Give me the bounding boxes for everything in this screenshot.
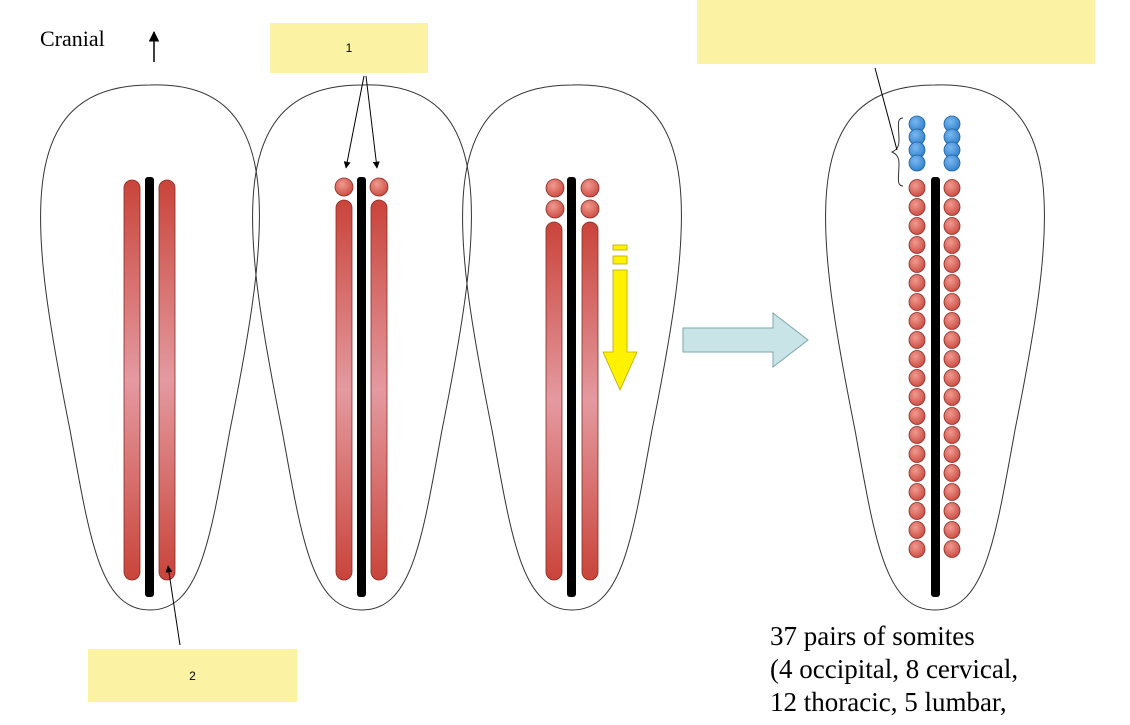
somite-left-16 bbox=[908, 464, 926, 482]
leader-line-label1-right bbox=[365, 75, 380, 169]
paraxial-mesoderm-left-2 bbox=[335, 199, 353, 581]
somite-left-7 bbox=[908, 293, 926, 311]
progression-arrow-icon bbox=[602, 244, 638, 391]
somite-2-right bbox=[369, 177, 389, 197]
somite-left-8 bbox=[908, 312, 926, 330]
somite-3-right-b bbox=[580, 199, 600, 219]
somite-right-2 bbox=[943, 198, 961, 216]
caption-line-1: 37 pairs of somites bbox=[770, 621, 975, 651]
paraxial-mesoderm-left-3 bbox=[545, 221, 563, 581]
label-box-1: 1 bbox=[270, 23, 428, 73]
somite-right-13 bbox=[943, 407, 961, 425]
somite-left-6 bbox=[908, 274, 926, 292]
caption-line-3: 12 thoracic, 5 lumbar, bbox=[770, 687, 1007, 717]
label-1-text: 1 bbox=[345, 41, 353, 55]
transition-arrow-icon bbox=[682, 311, 809, 369]
somite-caption: 37 pairs of somites (4 occipital, 8 cerv… bbox=[770, 620, 1130, 719]
somite-3-left-b bbox=[545, 199, 565, 219]
somite-3-left-a bbox=[545, 178, 565, 198]
paraxial-mesoderm-right-3 bbox=[581, 221, 599, 581]
somite-right-12 bbox=[943, 388, 961, 406]
embryo-outline-1 bbox=[40, 84, 260, 611]
somite-left-18 bbox=[908, 502, 926, 520]
embryo-outline-4 bbox=[825, 84, 1045, 611]
somite-right-10 bbox=[943, 350, 961, 368]
paraxial-mesoderm-left-1 bbox=[123, 179, 141, 581]
somite-right-1 bbox=[943, 179, 961, 197]
somite-left-20 bbox=[908, 540, 926, 558]
somite-right-18 bbox=[943, 502, 961, 520]
somite-left-11 bbox=[908, 369, 926, 387]
somite-right-15 bbox=[943, 445, 961, 463]
somite-right-5 bbox=[943, 255, 961, 273]
embryo-outline-3 bbox=[462, 84, 682, 611]
neural-tube-2 bbox=[357, 177, 366, 597]
somite-left-1 bbox=[908, 179, 926, 197]
paraxial-mesoderm-right-2 bbox=[370, 199, 388, 581]
leader-line-label3 bbox=[874, 67, 898, 151]
somite-left-17 bbox=[908, 483, 926, 501]
somite-left-2 bbox=[908, 198, 926, 216]
somite-right-6 bbox=[943, 274, 961, 292]
new-somite-right-4 bbox=[943, 154, 961, 172]
somite-right-14 bbox=[943, 426, 961, 444]
cranial-label: Cranial bbox=[40, 26, 105, 51]
somite-left-4 bbox=[908, 236, 926, 254]
somite-left-9 bbox=[908, 331, 926, 349]
somite-left-5 bbox=[908, 255, 926, 273]
embryo-outline-2 bbox=[252, 84, 472, 611]
somite-right-20 bbox=[943, 540, 961, 558]
somite-3-right-a bbox=[580, 178, 600, 198]
somite-2-left bbox=[334, 177, 354, 197]
neural-tube-3 bbox=[567, 177, 576, 597]
neural-tube-4 bbox=[931, 177, 940, 597]
somite-right-17 bbox=[943, 483, 961, 501]
somite-left-10 bbox=[908, 350, 926, 368]
caption-line-2: (4 occipital, 8 cervical, bbox=[770, 654, 1019, 684]
somite-left-13 bbox=[908, 407, 926, 425]
neural-tube-1 bbox=[145, 177, 154, 597]
label-box-2: 2 bbox=[88, 649, 297, 702]
somite-brace bbox=[890, 117, 904, 187]
somite-left-3 bbox=[908, 217, 926, 235]
somite-right-11 bbox=[943, 369, 961, 387]
somite-column-group bbox=[908, 115, 961, 558]
somite-right-8 bbox=[943, 312, 961, 330]
somite-left-14 bbox=[908, 426, 926, 444]
somite-right-3 bbox=[943, 217, 961, 235]
leader-line-label2 bbox=[165, 565, 181, 646]
label-2-text: 2 bbox=[189, 668, 196, 683]
somite-right-9 bbox=[943, 331, 961, 349]
somite-right-19 bbox=[943, 521, 961, 539]
paraxial-mesoderm-right-1 bbox=[158, 179, 176, 581]
new-somite-left-4 bbox=[908, 154, 926, 172]
somite-right-16 bbox=[943, 464, 961, 482]
somite-left-15 bbox=[908, 445, 926, 463]
somite-right-7 bbox=[943, 293, 961, 311]
leader-line-label1-left bbox=[343, 75, 365, 169]
somite-left-12 bbox=[908, 388, 926, 406]
somite-right-4 bbox=[943, 236, 961, 254]
label-box-3 bbox=[697, 0, 1095, 64]
somite-left-19 bbox=[908, 521, 926, 539]
